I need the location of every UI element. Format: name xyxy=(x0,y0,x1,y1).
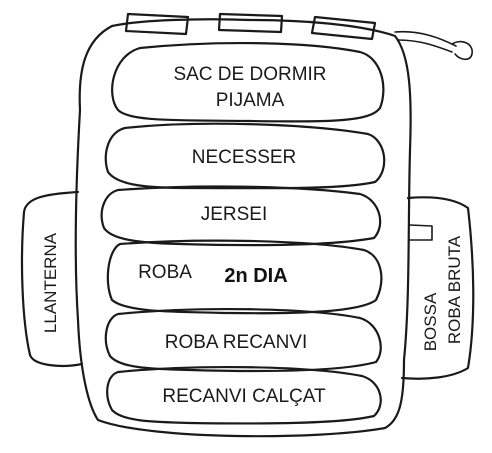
top-strap-loop-center xyxy=(217,12,284,34)
compartment-4-label: ROBA xyxy=(138,262,192,283)
top-strap-loop-right xyxy=(310,15,377,41)
compartment-5-outline xyxy=(104,307,382,373)
hanging-strap-tip xyxy=(451,40,473,61)
compartment-1-label-line1: SAC DE DORMIR xyxy=(173,64,326,85)
right-pocket-label-line1: ROBA BRUTA xyxy=(445,235,464,344)
compartment-3-outline xyxy=(100,185,382,247)
compartment-6-outline xyxy=(106,365,382,425)
compartment-4-emphasis: 2n DIA xyxy=(224,265,287,287)
compartment-2-label: NECESSER xyxy=(192,147,297,168)
right-pocket-clip xyxy=(409,224,433,241)
compartment-6-label: RECANVI CALÇAT xyxy=(162,386,326,407)
compartment-2-outline xyxy=(104,122,386,190)
top-strap-loop-left xyxy=(124,12,190,36)
hanging-strap xyxy=(394,30,457,53)
right-pocket-label-line2: BOSSA xyxy=(421,292,440,351)
backpack-body xyxy=(74,18,412,438)
compartment-1-label-line2: PIJAMA xyxy=(216,90,285,111)
left-side-pocket xyxy=(20,190,84,367)
compartment-3-label: JERSEI xyxy=(201,204,268,225)
left-pocket-label: LLANTERNA xyxy=(41,232,60,333)
compartment-4-outline xyxy=(106,239,383,315)
compartment-1-outline xyxy=(111,41,385,123)
right-side-pocket xyxy=(400,196,475,380)
compartment-5-label: ROBA RECANVI xyxy=(165,332,308,353)
